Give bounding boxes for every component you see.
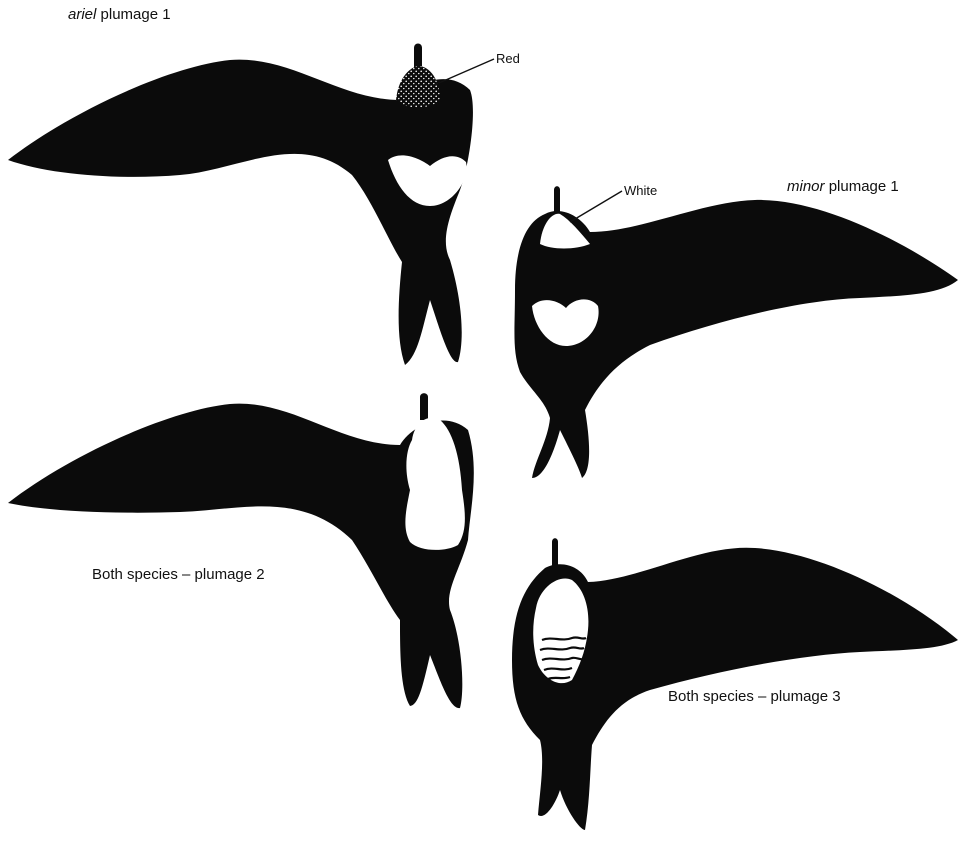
bird-plumage-2: [8, 393, 474, 708]
callout-red: Red: [496, 51, 520, 67]
bird-minor-plumage-1-bill: [554, 186, 560, 214]
bird-ariel-plumage-1: [8, 44, 473, 366]
bird-minor-plumage-1: [514, 186, 958, 478]
bird-plumage-3-bill: [552, 538, 558, 566]
red-throat-pouch: [396, 66, 440, 108]
caption-plumage-3: Both species – plumage 3: [668, 688, 841, 706]
caption-minor-plumage-1: minor plumage 1: [787, 178, 899, 196]
caption-plumage-2: Both species – plumage 2: [92, 566, 265, 584]
red-callout-line: [432, 59, 494, 86]
bird-ariel-plumage-1-body: [8, 60, 473, 365]
bird-plumage-3: [512, 538, 958, 830]
callout-white: White: [624, 183, 657, 199]
plumage-label: plumage 1: [829, 178, 899, 195]
bird-plumage-2-bill: [420, 393, 428, 420]
caption-ariel-plumage-1: ariel plumage 1: [68, 6, 171, 24]
white-callout-line: [570, 191, 622, 222]
bird-plumage-2-body: [8, 404, 474, 708]
plumage-label: plumage 1: [101, 6, 171, 23]
species-name-minor: minor: [787, 178, 825, 195]
species-name-ariel: ariel: [68, 6, 96, 23]
